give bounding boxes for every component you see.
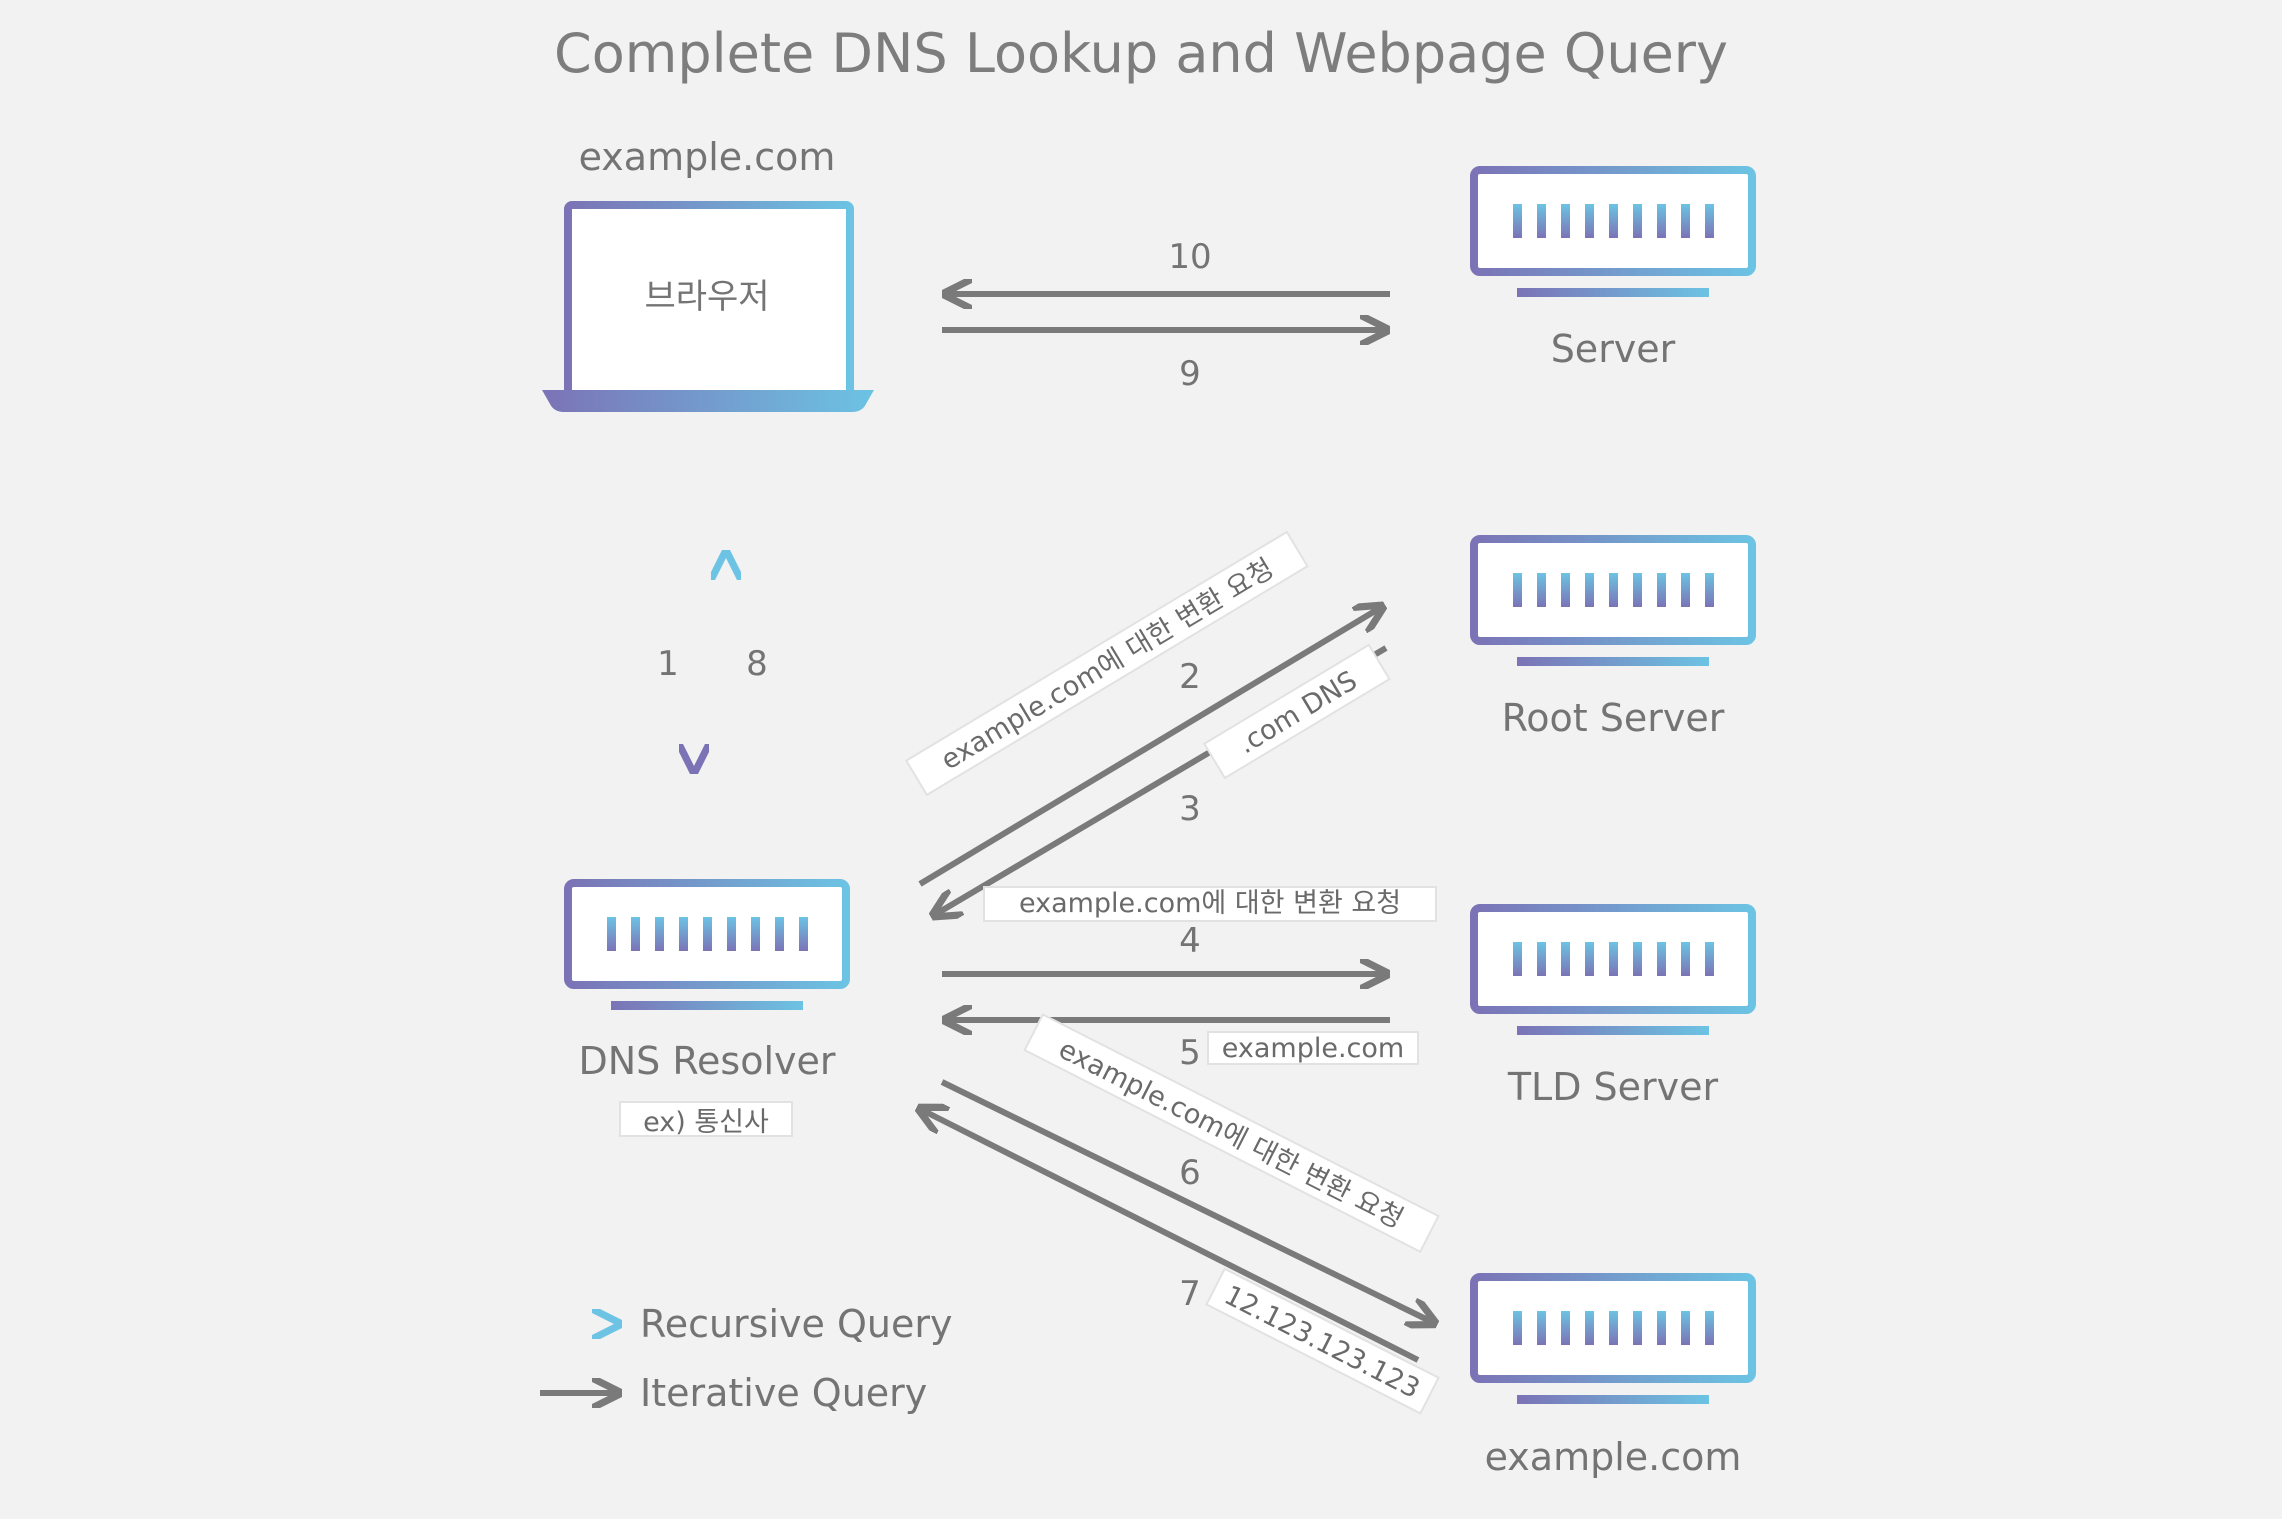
step-5-number: 5 — [1179, 1033, 1201, 1073]
step-6-number: 6 — [1179, 1153, 1201, 1193]
diagram-title: Complete DNS Lookup and Webpage Query — [554, 22, 1728, 85]
root-server-label: Root Server — [1502, 696, 1725, 740]
step-9-number: 9 — [1179, 354, 1201, 394]
step-3-message: .com DNS — [1233, 665, 1363, 760]
legend: Recursive Query Iterative Query — [540, 1302, 952, 1415]
legend-iterative-label: Iterative Query — [640, 1371, 927, 1415]
auth-server-label: example.com — [1485, 1435, 1742, 1479]
browser-domain-label: example.com — [579, 135, 836, 179]
web-server-icon — [1474, 170, 1752, 297]
step-6-message-box — [1023, 1013, 1440, 1254]
step-5-message: example.com — [1222, 1033, 1404, 1064]
tld-server-icon — [1474, 908, 1752, 1035]
tld-server-label: TLD Server — [1507, 1065, 1719, 1109]
web-server-label: Server — [1551, 327, 1676, 371]
step-8-number: 8 — [746, 644, 768, 684]
step-4-message: example.com에 대한 변환 요청 — [1019, 888, 1401, 919]
resolver-note-box — [619, 1101, 793, 1137]
browser-screen-text: 브라우저 — [644, 277, 769, 317]
laptop-icon — [542, 201, 874, 412]
auth-server-icon — [1474, 1277, 1752, 1404]
step-2-message-box — [904, 530, 1309, 797]
step-5-message-box — [1207, 1031, 1419, 1065]
step-4-message-box — [983, 886, 1437, 922]
step-7-message: 12.123.123.123 — [1219, 1280, 1424, 1405]
step-3-number: 3 — [1179, 789, 1201, 829]
step-3-message-box — [1202, 643, 1391, 780]
step-4-number: 4 — [1179, 921, 1201, 961]
dns-resolver-icon — [568, 883, 846, 1010]
step-1-number: 1 — [657, 644, 679, 684]
arrow-step-7 — [922, 1110, 1420, 1363]
resolver-note: ex) 통신사 — [643, 1107, 769, 1138]
arrow-step-6 — [940, 1079, 1432, 1322]
step-2-number: 2 — [1179, 657, 1201, 697]
legend-recursive-label: Recursive Query — [640, 1302, 952, 1346]
step-10-number: 10 — [1168, 237, 1211, 277]
step-7-number: 7 — [1179, 1274, 1201, 1314]
step-7-message-box — [1205, 1267, 1440, 1415]
arrow-step-2 — [918, 608, 1380, 887]
root-server-icon — [1474, 539, 1752, 666]
dns-resolver-label: DNS Resolver — [578, 1039, 835, 1083]
